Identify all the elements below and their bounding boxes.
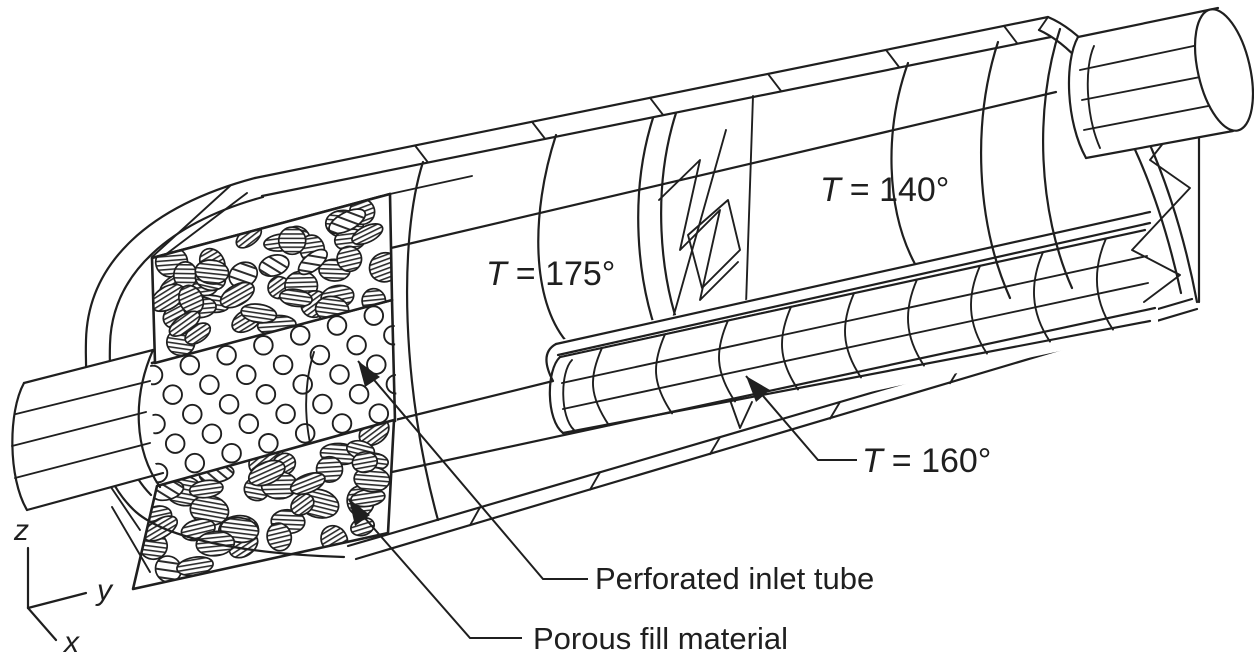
section-arcs: [406, 133, 568, 522]
annotations: T= 175° T= 140° T= 160° Perforated inlet…: [348, 171, 991, 656]
leader-t160: [745, 375, 857, 461]
arrowhead-porous: [349, 499, 370, 526]
y-axis: [26, 591, 88, 610]
outlet-tube-window: [390, 27, 1158, 474]
outlet-pipe: [1067, 6, 1254, 160]
coordinate-axes: z y x: [13, 514, 114, 658]
y-axis-label: y: [95, 574, 114, 607]
arrowhead-t160: [746, 376, 770, 402]
perforation-holes: [150, 305, 397, 484]
leader-perforated: [357, 360, 588, 580]
label-t140: T= 140°: [820, 171, 949, 209]
x-axis: [26, 606, 58, 642]
label-t175: T= 175°: [486, 255, 615, 293]
arrowhead-perforated: [358, 361, 380, 387]
inlet-pipe: [11, 348, 165, 512]
label-t160: T= 160°: [862, 442, 991, 480]
outlet-pipe-end-face: [1193, 8, 1254, 132]
x-axis-label: x: [62, 626, 80, 658]
leader-porous: [348, 499, 522, 639]
perforated-inlet-tube: [150, 298, 397, 488]
z-axis-label: z: [13, 514, 29, 547]
label-perforated-inlet-tube: Perforated inlet tube: [595, 561, 874, 596]
porous-fill-upper: [150, 192, 394, 365]
porous-fill-lower: [131, 418, 396, 591]
label-porous-fill-material: Porous fill material: [533, 621, 788, 656]
